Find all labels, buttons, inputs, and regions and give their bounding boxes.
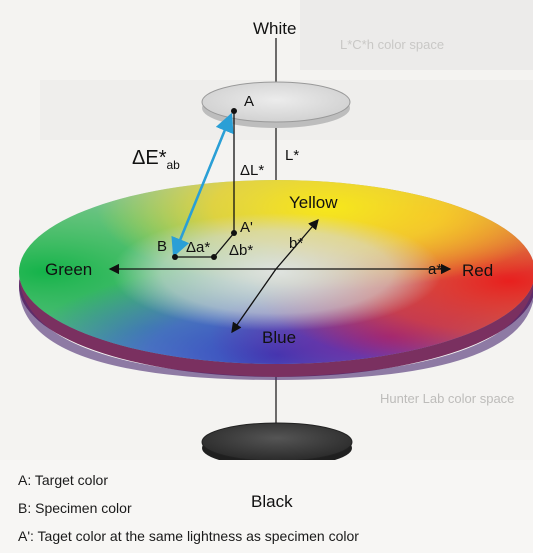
point-b-label: B — [157, 238, 168, 255]
delta-b-label: Δb* — [229, 242, 254, 259]
background-text-bottom-right: Hunter Lab color space — [380, 391, 515, 406]
black-disk — [201, 422, 353, 462]
legend-item-target: A: Target color — [18, 472, 109, 488]
legend-item-specimen: B: Specimen color — [18, 500, 132, 516]
white-disk — [201, 81, 351, 123]
black-label: Black — [251, 492, 293, 511]
point-a-prime — [231, 230, 237, 236]
b-axis-negative-arrow — [231, 268, 277, 334]
background-text-top-right: L*C*h color space — [340, 37, 445, 52]
point-a — [231, 108, 237, 114]
delta-l-label: ΔL* — [240, 162, 265, 179]
red-label: Red — [462, 261, 494, 280]
delta-e-subscript: ab — [166, 158, 180, 172]
blue-label: Blue — [262, 328, 297, 347]
delta-e-text: ΔE* — [132, 147, 167, 169]
b-axis-label: b* — [289, 235, 304, 252]
white-label: White — [253, 19, 297, 38]
legend-background — [0, 460, 533, 553]
b-axis-positive-arrow — [275, 219, 319, 270]
delta-a-label: Δa* — [186, 239, 211, 256]
point-a-label: A — [244, 93, 255, 110]
background-panel-top — [300, 0, 533, 70]
point-a-prime-label: A' — [240, 219, 253, 236]
delta-e-label: ΔE*ab — [132, 148, 180, 171]
color-wheel — [19, 180, 533, 364]
l-axis-label: L* — [285, 147, 300, 164]
a-axis-label: a* — [428, 261, 443, 278]
point-b — [172, 254, 178, 260]
green-label: Green — [45, 260, 93, 279]
point-corner — [211, 254, 217, 260]
legend-item-target-prime: A': Taget color at the same lightness as… — [18, 528, 359, 544]
delta-b-line — [213, 232, 235, 258]
delta-e-arrow-tail — [171, 114, 233, 258]
yellow-label: Yellow — [289, 193, 338, 212]
